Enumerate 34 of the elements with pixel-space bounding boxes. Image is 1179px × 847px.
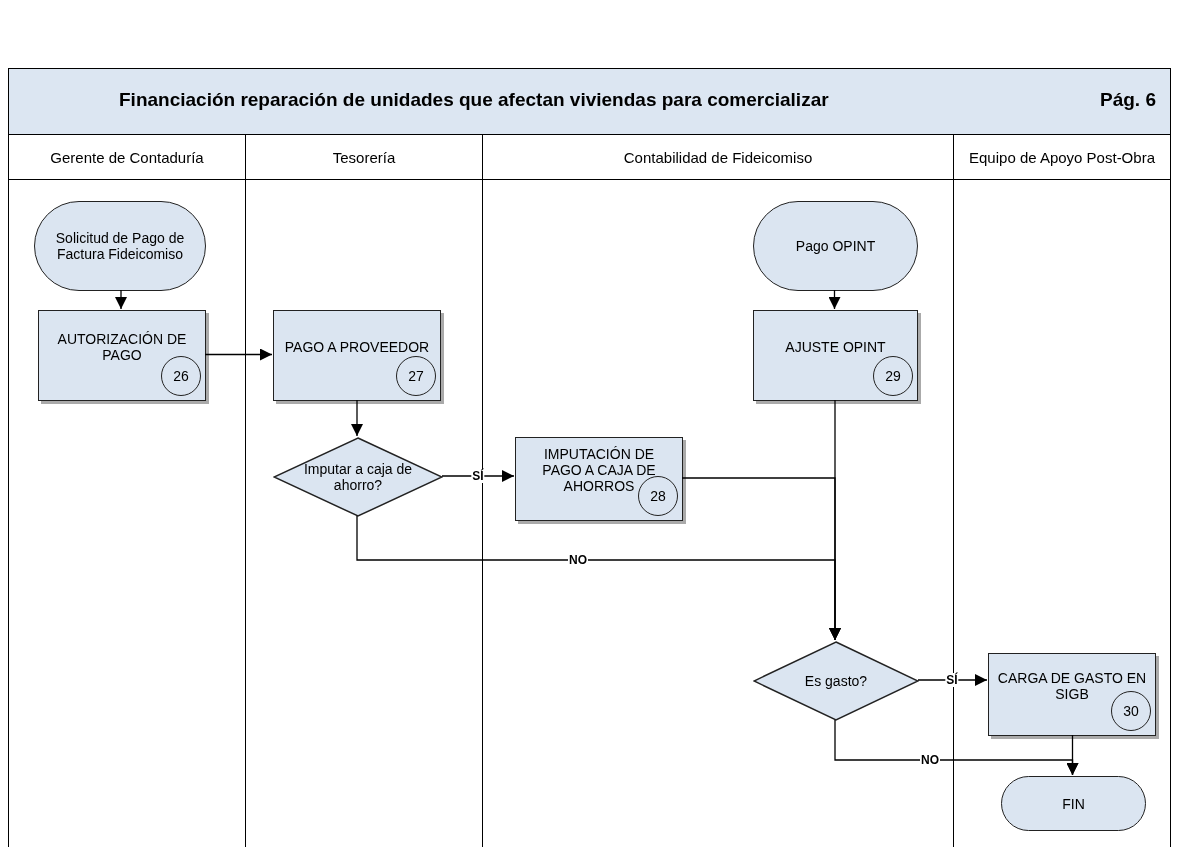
arrow xyxy=(441,470,515,482)
step-number: 27 xyxy=(396,356,436,396)
arrow xyxy=(828,289,841,310)
step-number: 30 xyxy=(1111,691,1151,731)
diagram-title: Financiación reparación de unidades que afectan viviendas para comercializar xyxy=(119,89,829,111)
page-number: Pág. 6 xyxy=(1100,89,1156,111)
arrow xyxy=(115,289,127,310)
swimlane xyxy=(8,134,246,847)
edge-label: SÍ xyxy=(471,469,485,483)
arrow xyxy=(351,399,363,437)
step-number: 26 xyxy=(161,356,201,396)
arrow xyxy=(829,399,841,641)
arrow xyxy=(917,674,988,686)
node-text: AJUSTE OPINT xyxy=(784,338,887,355)
node-text: PAGO A PROVEEDOR xyxy=(283,338,431,355)
decision-text: Imputar a caja de ahorro? xyxy=(302,461,414,493)
node-text: Solicitud de Pago de Factura Fideicomiso xyxy=(54,230,186,262)
edge-label: NO xyxy=(920,753,940,767)
process-box xyxy=(515,437,683,521)
node-text: Pago OPINT xyxy=(794,238,877,254)
step-number: 28 xyxy=(638,476,678,516)
node-text: FIN xyxy=(1061,795,1086,812)
decision-diamond xyxy=(753,641,919,721)
process-box xyxy=(38,310,206,401)
process-box xyxy=(753,310,918,401)
process-box xyxy=(988,653,1156,736)
process-box xyxy=(273,310,441,401)
arrow xyxy=(1066,734,1079,776)
edge-label: NO xyxy=(568,553,588,567)
edge-label: SÍ xyxy=(945,673,959,687)
step-number: 29 xyxy=(873,356,913,396)
decision-diamond xyxy=(273,437,443,517)
arrow xyxy=(204,348,273,361)
decision-text: Es gasto? xyxy=(803,673,869,689)
